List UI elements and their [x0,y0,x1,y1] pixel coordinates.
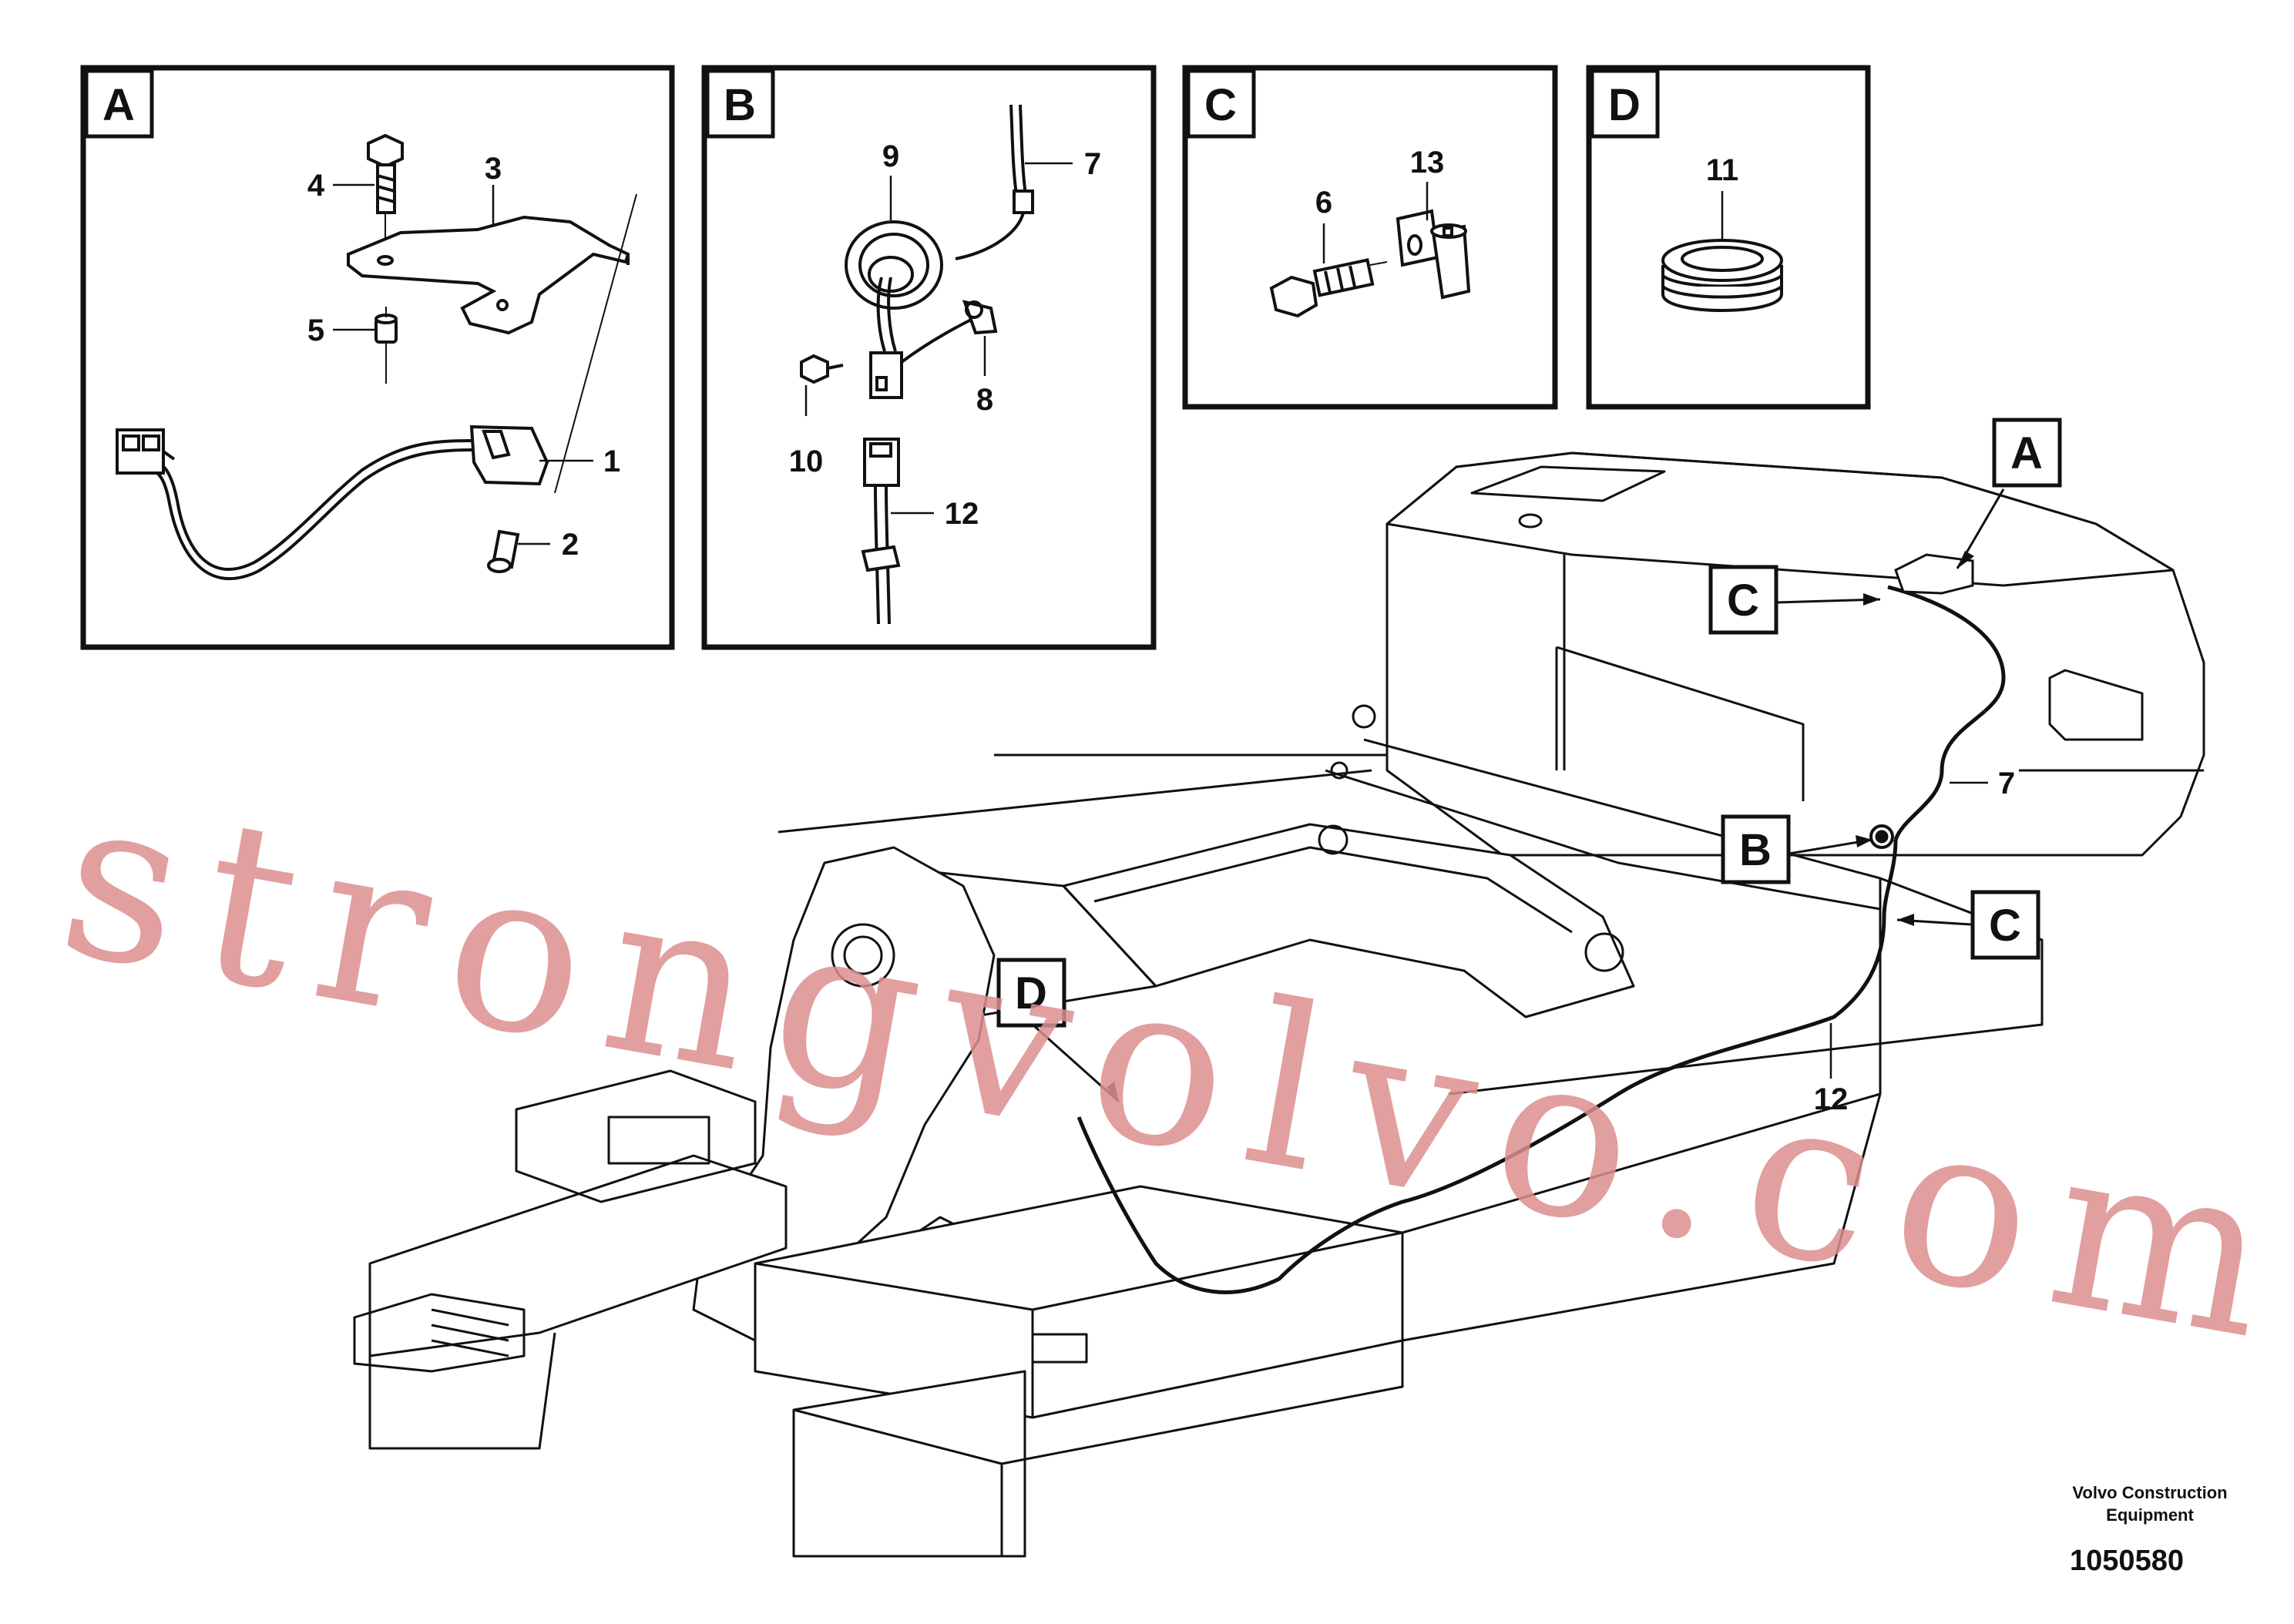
detail-box-b: B [701,65,1157,650]
callout-1: 1 [603,445,620,478]
detail-box-d-letter: D [1608,80,1641,130]
footer-block: Volvo Construction Equipment 1050580 [2070,1483,2228,1577]
bracket-part [347,215,630,335]
svg-text:C: C [1727,575,1759,626]
detail-box-d: D 11 [1586,65,1871,410]
detail-box-a: A [80,65,675,650]
callout-main-12: 12 [1814,1082,1849,1116]
main-callouts: 7 12 [1814,767,2015,1116]
callout-5: 5 [307,314,324,347]
callout-9: 9 [882,139,899,173]
flag-c-upper: C [1708,565,1881,635]
callout-11: 11 [1706,153,1738,187]
sensor-part [116,193,637,581]
flag-a: A [1956,418,2062,569]
callout-main-7: 7 [1998,767,2015,800]
company-line2: Equipment [2106,1505,2194,1525]
box-b-leaders [804,162,1073,515]
svg-text:A: A [2010,428,2043,478]
svg-text:D: D [1015,968,1047,1018]
callout-4: 4 [307,169,325,203]
detail-box-c: C 6 13 [1182,65,1558,410]
grommet-part [1661,239,1783,312]
callout-8: 8 [976,383,993,417]
bolt-part [367,133,404,248]
detail-box-c-letter: C [1204,80,1237,130]
main-view-frame [353,451,2205,1558]
bolt-clip-part [1269,209,1471,318]
callout-3: 3 [485,152,502,186]
callout-7: 7 [1084,147,1101,181]
spacer-part [374,307,398,384]
callout-12: 12 [945,497,979,531]
detail-box-a-letter: A [102,80,135,130]
flag-d: D [996,958,1120,1103]
company-line1: Volvo Construction [2072,1483,2227,1502]
harness-route [1076,553,2006,1294]
callout-13: 13 [1410,146,1445,180]
callout-2: 2 [562,528,579,562]
callout-10: 10 [789,445,824,478]
svg-text:B: B [1739,825,1772,875]
svg-text:C: C [1989,901,2021,951]
callout-6: 6 [1315,186,1332,220]
box-a-leaders [333,183,593,545]
flag-b: B [1721,814,1873,884]
grommet-cable-part [800,104,1034,625]
screw-part [487,529,520,573]
flag-c-lower: C [1896,890,2040,960]
drawing-number: 1050580 [2070,1545,2184,1577]
detail-box-b-letter: B [724,80,756,130]
